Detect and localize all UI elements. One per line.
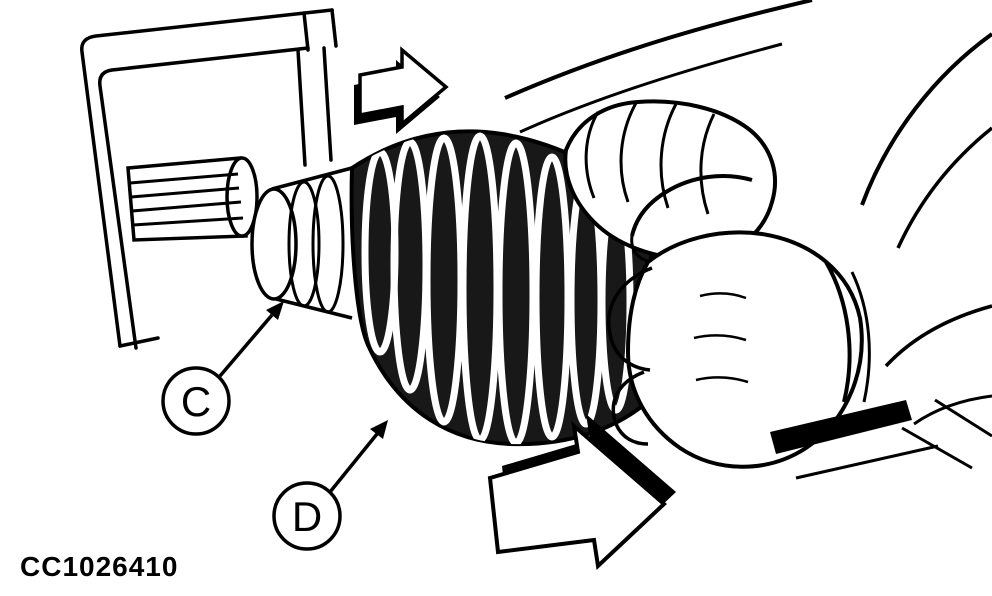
forearm-lower-edge <box>913 394 992 426</box>
connector-bottom-line <box>275 297 353 320</box>
connector-end-cap <box>250 187 298 301</box>
bellows-hose <box>349 129 657 447</box>
lower-hand-knuckle-line <box>695 376 749 384</box>
connector-ring-2 <box>311 174 345 314</box>
equipment-panel <box>80 8 338 350</box>
hose-ribs <box>361 132 634 445</box>
panel-vertical-edge-2 <box>322 46 333 162</box>
arrow-top-face <box>358 46 449 128</box>
connector-ring <box>287 180 321 308</box>
glove-cuff-line-2 <box>850 271 871 403</box>
direction-arrow-top <box>354 46 449 134</box>
direction-arrow-bottom <box>487 414 676 571</box>
upper-hand-finger-line <box>699 113 716 215</box>
upper-hand <box>563 99 777 264</box>
upper-hand-finger-line <box>659 103 678 209</box>
callout-d-arrowhead <box>370 420 388 439</box>
knob-stripe <box>130 186 240 199</box>
upper-hand-finger-line <box>584 111 600 199</box>
panel-outer-edge <box>80 8 334 348</box>
bench-edge-bar <box>770 400 912 454</box>
panel-corner-line-2 <box>302 11 310 52</box>
bench-edge-line <box>795 444 939 480</box>
lower-hand-knuckle-line <box>693 334 747 342</box>
connector-top-line <box>271 166 353 191</box>
sleeve-edge-line <box>504 0 813 100</box>
panel-bottom-line <box>118 336 160 348</box>
figure-code: CC1026410 <box>20 551 178 582</box>
forearm-lower-line <box>884 304 992 368</box>
bench-edge <box>770 398 992 480</box>
bench-diagonal-line <box>901 426 973 470</box>
sleeve-inner-line <box>519 42 783 134</box>
sleeve-right-inner-line <box>896 126 992 249</box>
lower-hand-finger-wrap-2 <box>611 370 649 446</box>
callout-d: D <box>272 420 388 551</box>
sleeve-right-line <box>860 32 992 206</box>
panel-corner-line <box>330 8 338 48</box>
callout-c-arrowhead <box>266 301 284 320</box>
panel-vertical-edge <box>296 48 307 167</box>
panel-fitting-knob <box>126 156 259 242</box>
callout-c-leader-line <box>218 313 274 378</box>
bench-diagonal-line-2 <box>934 398 992 438</box>
knob-stripe <box>131 200 242 213</box>
knob-stripe <box>132 216 244 227</box>
upper-hand-finger-line <box>619 102 638 203</box>
callout-c-label: C <box>181 378 211 425</box>
sleeve-lines <box>504 0 992 426</box>
callout-c: C <box>161 301 284 436</box>
callout-d-label: D <box>292 493 322 540</box>
knob-stripe <box>129 172 239 185</box>
lower-hand-finger-wrap <box>607 266 653 372</box>
glove-cuff-line <box>824 260 852 403</box>
arrow-bottom-face <box>487 420 667 571</box>
knob-end-cap <box>225 156 259 238</box>
upper-hand-outline <box>563 99 777 261</box>
panel-inner-edge <box>98 46 310 350</box>
lower-hand-knuckle-line <box>699 292 747 300</box>
callout-d-circle <box>272 481 342 551</box>
callout-d-leader-line <box>328 432 379 494</box>
hose-end-connector <box>250 166 353 320</box>
callout-c-circle <box>161 366 231 436</box>
upper-hand-thumb-line <box>630 174 753 237</box>
